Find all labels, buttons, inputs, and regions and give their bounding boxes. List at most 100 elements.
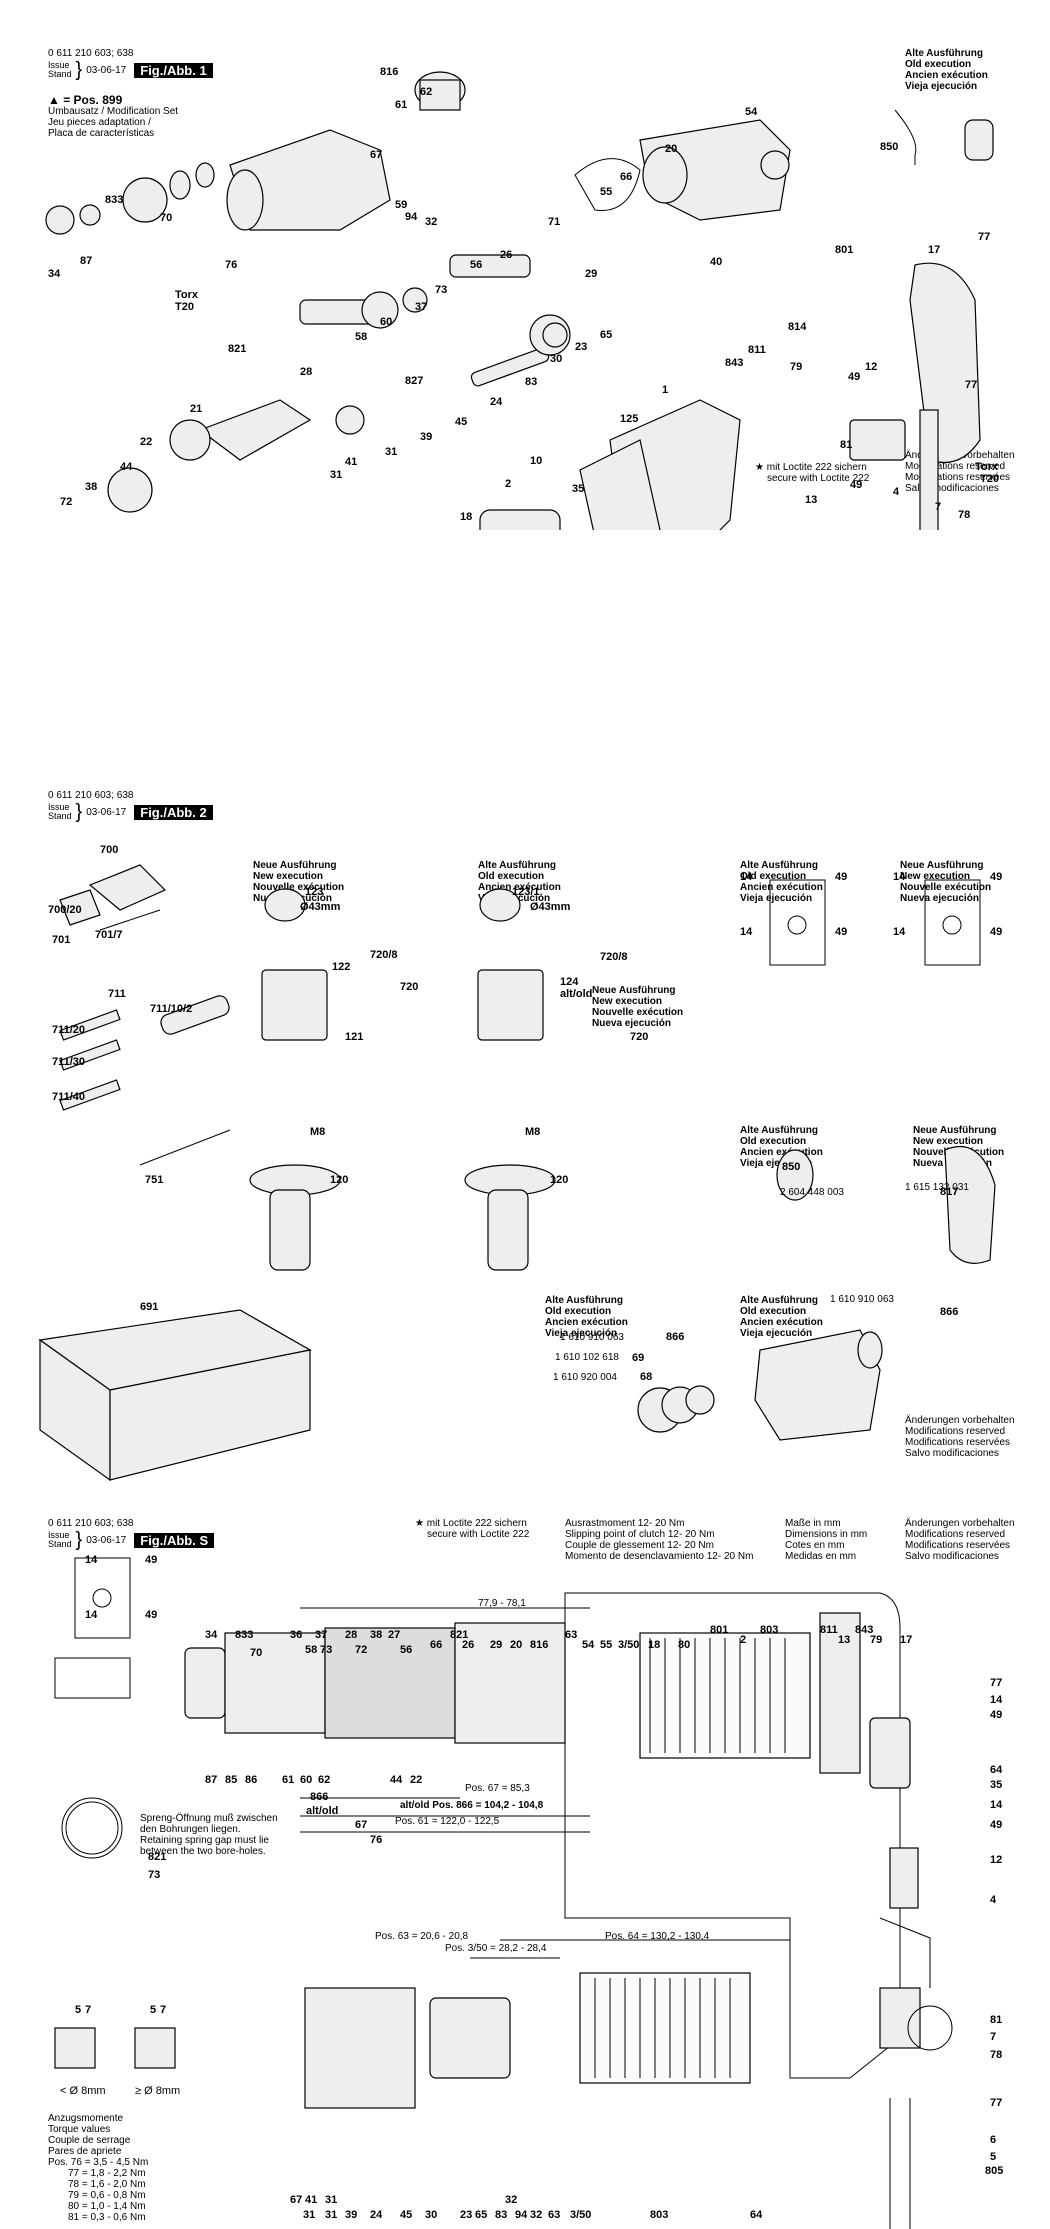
svg-text:12: 12 — [865, 361, 877, 373]
svg-text:32: 32 — [530, 2209, 542, 2221]
svg-text:76: 76 — [370, 1834, 382, 1846]
svg-text:66: 66 — [430, 1639, 442, 1651]
svg-text:7: 7 — [935, 501, 941, 513]
svg-text:700/20: 700/20 — [48, 904, 82, 916]
svg-text:81: 81 — [840, 439, 852, 451]
svg-text:69: 69 — [632, 1352, 644, 1364]
svg-text:63: 63 — [565, 1629, 577, 1641]
svg-text:21: 21 — [190, 403, 202, 415]
svg-text:17: 17 — [928, 244, 940, 256]
svg-text:850: 850 — [880, 141, 898, 153]
svg-text:73: 73 — [320, 1644, 332, 1656]
svg-text:34: 34 — [48, 268, 61, 280]
svg-text:720/8: 720/8 — [370, 949, 398, 961]
svg-text:22: 22 — [410, 1774, 422, 1786]
figure-title: Fig./Abb. 1 — [134, 62, 213, 78]
svg-text:78: 78 — [990, 2049, 1002, 2061]
svg-text:26: 26 — [462, 1639, 474, 1651]
svg-text:720: 720 — [630, 1031, 648, 1043]
svg-text:49: 49 — [145, 1609, 157, 1621]
svg-text:44: 44 — [120, 461, 133, 473]
svg-text:64: 64 — [990, 1764, 1003, 1776]
svg-text:821: 821 — [228, 343, 246, 355]
svg-text:58: 58 — [355, 331, 367, 343]
svg-text:18: 18 — [648, 1639, 660, 1651]
svg-text:1 610 910 063: 1 610 910 063 — [830, 1294, 894, 1305]
svg-text:41: 41 — [305, 2194, 317, 2206]
svg-text:72: 72 — [60, 496, 72, 508]
svg-text:79: 79 — [870, 1634, 882, 1646]
svg-text:123: 123 — [305, 886, 323, 898]
svg-text:61: 61 — [282, 1774, 294, 1786]
svg-text:7: 7 — [85, 2004, 91, 2016]
svg-text:38: 38 — [370, 1629, 382, 1641]
svg-text:49: 49 — [990, 1819, 1002, 1831]
svg-text:827: 827 — [405, 375, 423, 387]
svg-text:1 610 102 618: 1 610 102 618 — [555, 1352, 619, 1363]
svg-text:40: 40 — [710, 256, 722, 268]
svg-text:45: 45 — [455, 416, 467, 428]
svg-text:751: 751 — [145, 1174, 163, 1186]
svg-text:alt/old: alt/old — [560, 988, 592, 1000]
svg-text:6: 6 — [990, 2134, 996, 2146]
svg-text:711/40: 711/40 — [52, 1091, 85, 1103]
measure-1: 77,9 - 78,1 — [478, 1598, 526, 1609]
svg-text:72: 72 — [355, 1644, 367, 1656]
svg-text:65: 65 — [600, 329, 612, 341]
svg-text:7: 7 — [160, 2004, 166, 2016]
svg-text:76: 76 — [225, 259, 237, 271]
svg-text:10: 10 — [530, 455, 542, 467]
svg-text:62: 62 — [420, 86, 432, 98]
svg-text:2: 2 — [740, 1634, 746, 1646]
svg-text:54: 54 — [582, 1639, 595, 1651]
svg-text:78: 78 — [958, 509, 970, 521]
svg-text:14: 14 — [740, 871, 753, 883]
measure-7: Pos. 64 = 130,2 - 130,4 — [605, 1931, 710, 1942]
svg-text:850: 850 — [782, 1161, 800, 1173]
svg-text:817: 817 — [940, 1186, 958, 1198]
svg-text:Torx: Torx — [175, 289, 199, 301]
svg-text:803: 803 — [760, 1624, 778, 1636]
svg-text:39: 39 — [345, 2209, 357, 2221]
svg-text:811: 811 — [748, 344, 766, 356]
svg-text:49: 49 — [848, 371, 860, 383]
svg-text:59: 59 — [395, 199, 407, 211]
svg-text:866: 866 — [666, 1331, 684, 1343]
svg-text:83: 83 — [525, 376, 537, 388]
svg-text:49: 49 — [990, 1709, 1002, 1721]
svg-text:49: 49 — [990, 871, 1002, 883]
svg-text:41: 41 — [345, 456, 357, 468]
issue-date: 03-06-17 — [86, 64, 127, 76]
svg-text:26: 26 — [500, 249, 512, 261]
svg-text:843: 843 — [725, 357, 743, 369]
svg-text:36: 36 — [290, 1629, 302, 1641]
svg-text:720/8: 720/8 — [600, 951, 628, 963]
svg-text:60: 60 — [380, 316, 392, 328]
svg-text:700: 700 — [100, 844, 118, 856]
svg-text:31: 31 — [330, 469, 342, 481]
svg-text:821: 821 — [450, 1629, 468, 1641]
svg-text:125: 125 — [620, 413, 638, 425]
svg-text:13: 13 — [805, 494, 817, 506]
svg-text:1 610 910 063: 1 610 910 063 — [560, 1332, 624, 1343]
svg-text:49: 49 — [835, 926, 847, 938]
svg-text:803: 803 — [650, 2209, 668, 2221]
svg-text:866: 866 — [940, 1306, 958, 1318]
svg-text:711/30: 711/30 — [52, 1056, 85, 1068]
svg-text:37: 37 — [315, 1629, 327, 1641]
svg-text:18: 18 — [460, 511, 472, 523]
svg-text:30: 30 — [425, 2209, 437, 2221]
svg-text:29: 29 — [490, 1639, 502, 1651]
svg-text:17: 17 — [900, 1634, 912, 1646]
svg-text:64: 64 — [750, 2209, 763, 2221]
